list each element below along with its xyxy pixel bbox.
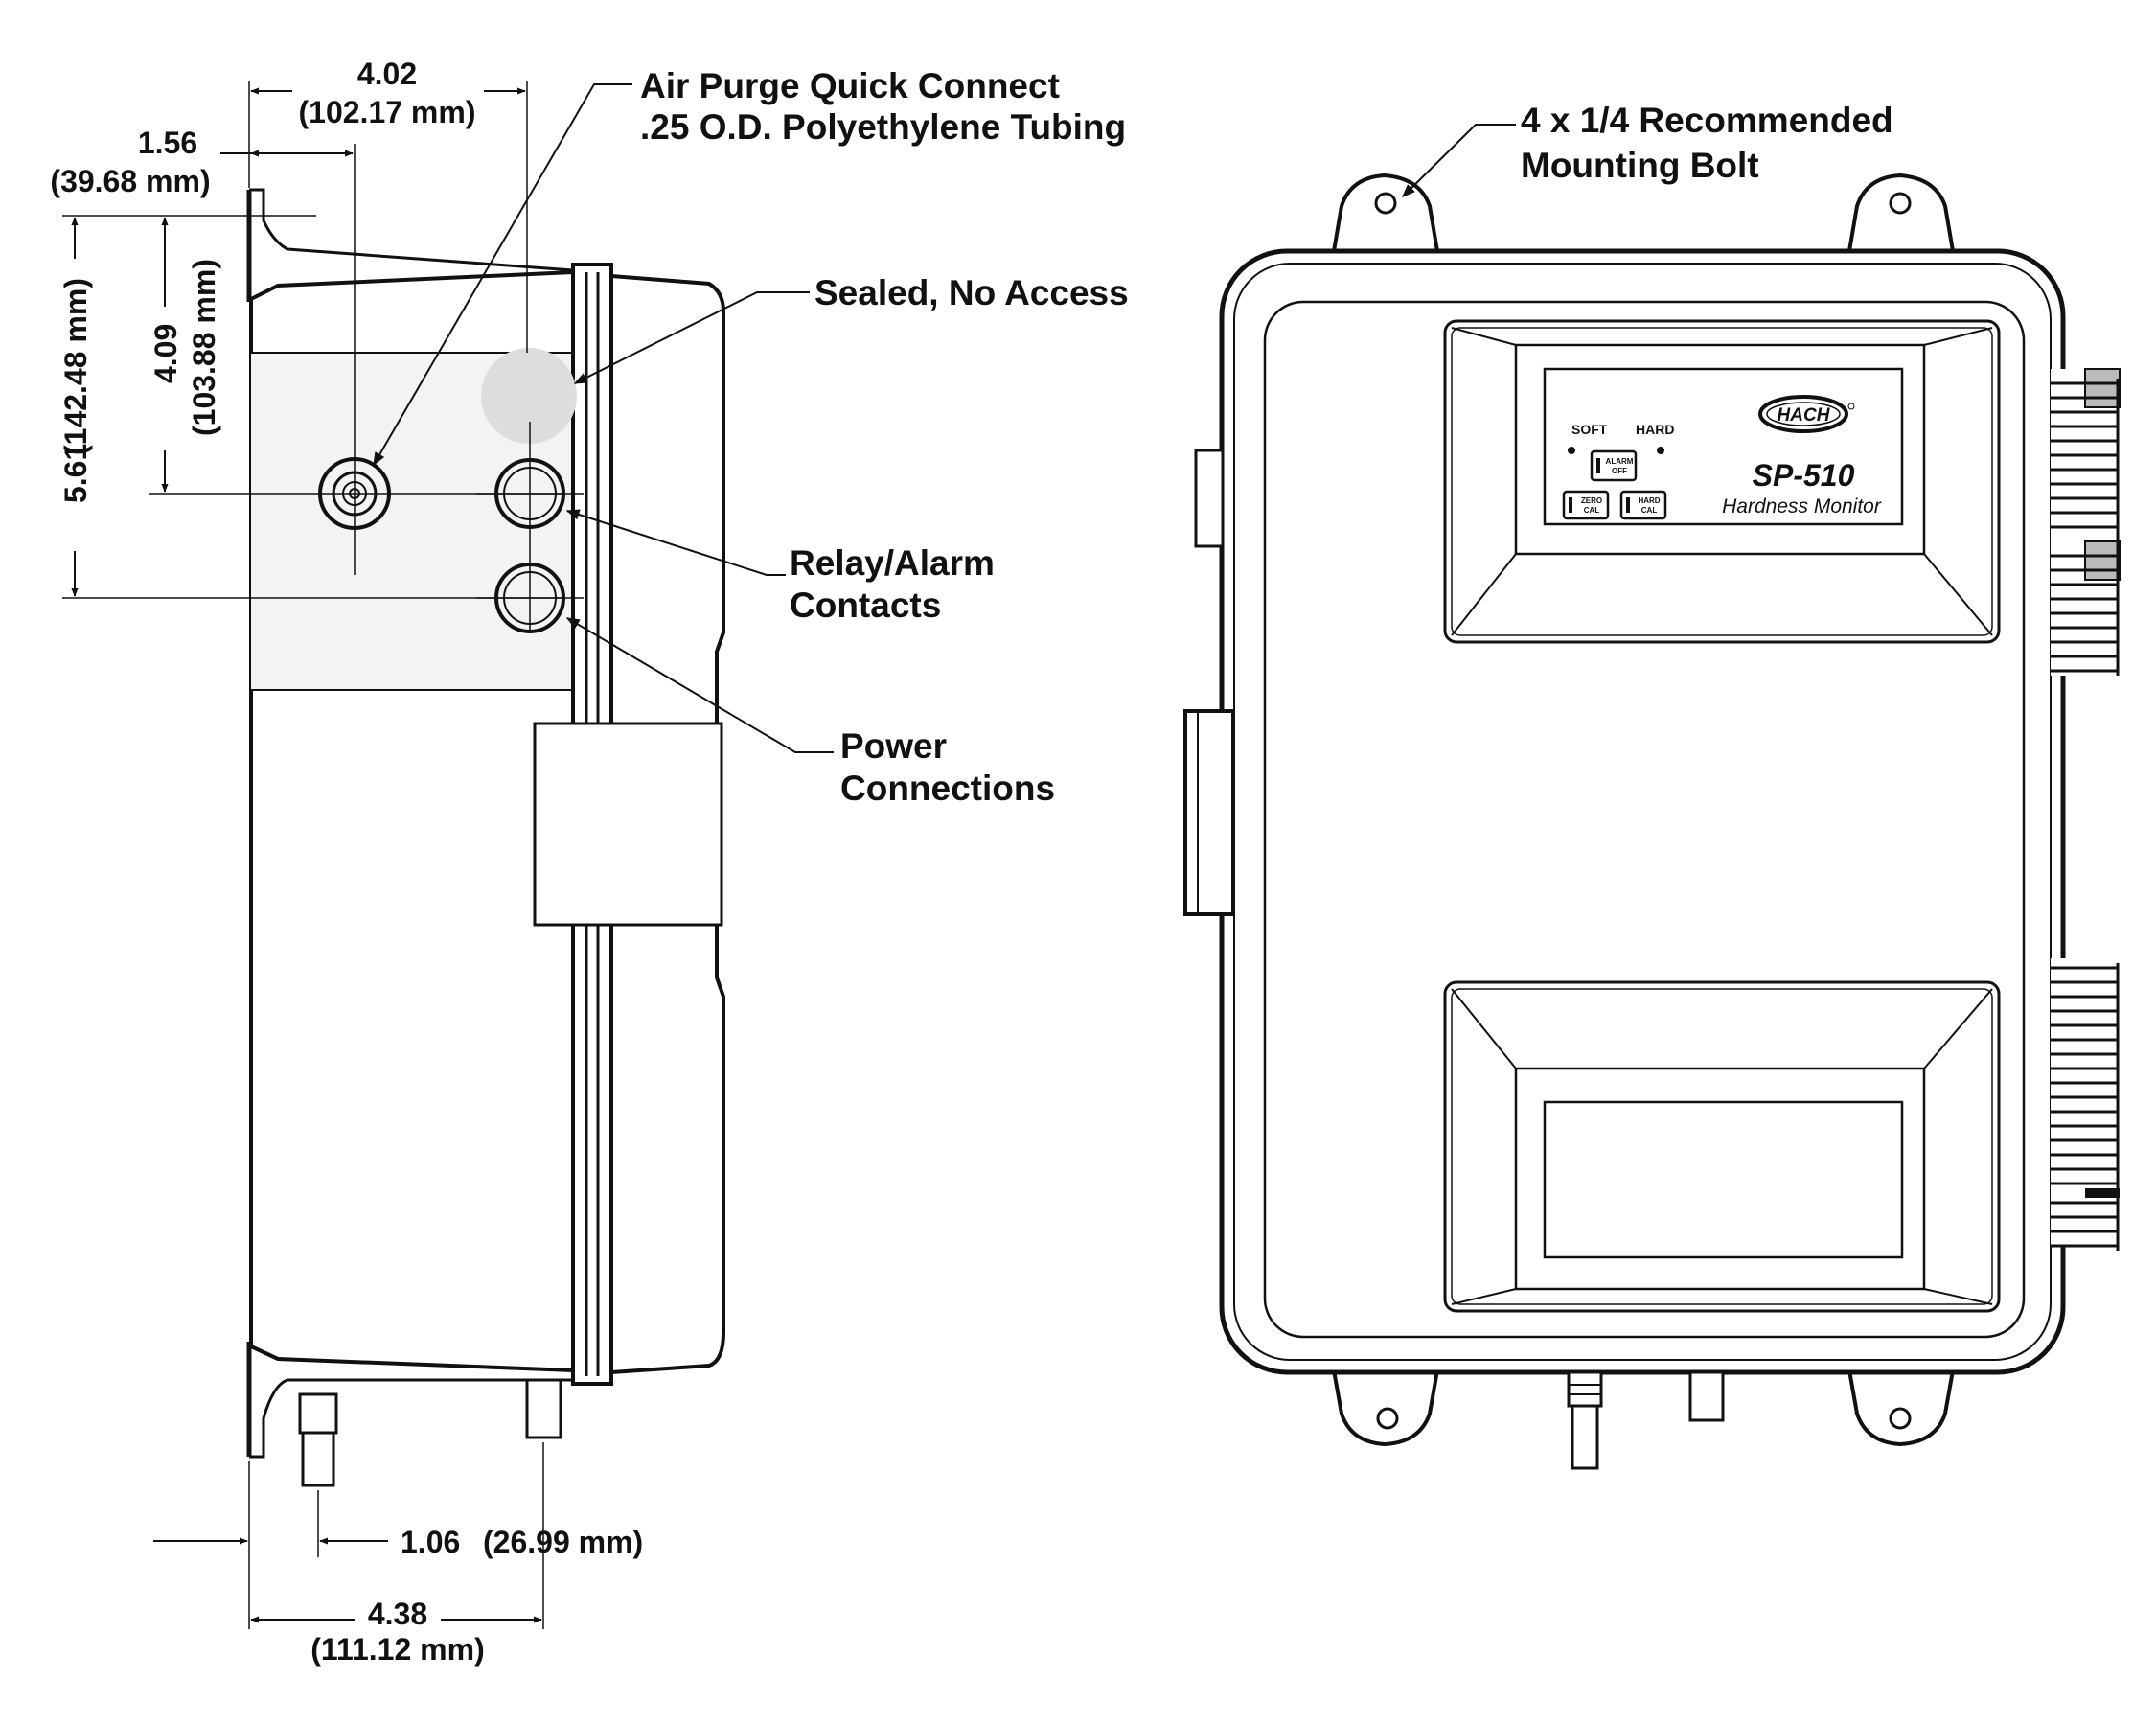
hard-label: HARD [1636,422,1674,437]
lower-recess [1443,980,2001,1313]
callout-air-purge-1: Air Purge Quick Connect [640,66,1060,105]
bottom-fitting-right [525,1378,562,1439]
brand-text: HACH [1778,405,1831,426]
dim-offset-mm: (39.68 mm) [50,164,210,198]
dim-offset-in: 1.56 [138,126,197,160]
dim-width-bottom-mm: (111.12 mm) [310,1632,484,1667]
front-view: SOFT HARD ALARM OFF ZERO CAL HARD CAL [1183,101,2121,1470]
callout-air-purge-2: .25 O.D. Polyethylene Tubing [640,107,1126,147]
callout-relay-2: Contacts [790,586,941,625]
mounting-callout-2: Mounting Bolt [1521,146,1759,185]
side-latch [533,722,723,927]
alarm-btn-top: ALARM [1606,457,1634,466]
model-text: SP-510 [1753,458,1855,493]
dim-width-top-mm: (102.17 mm) [299,95,476,129]
mounting-leader [1402,124,1516,197]
subtitle-text: Hardness Monitor [1722,495,1882,518]
callout-power-1: Power [840,726,947,766]
bottom-fitting-left [298,1392,338,1487]
front-left-tab [1194,448,1225,548]
soft-label: SOFT [1571,422,1608,437]
extension-lines [62,81,584,1629]
hinge-upper [2051,368,2121,676]
alarm-btn-bottom: OFF [1612,467,1627,475]
sealed-port [481,348,577,444]
dim-width-bottom-in: 4.38 [368,1597,427,1631]
dim-fitting-mm: (26.99 mm) [483,1525,643,1559]
dim-fitting-in: 1.06 [401,1525,460,1559]
zero-btn-top: ZERO [1581,496,1602,505]
hinge-lower [2051,958,2120,1246]
mounting-ear-bottom-right [1847,1369,1955,1447]
zero-btn-bottom: CAL [1584,506,1600,515]
soft-led [1568,447,1575,454]
mounting-ear-top-left [1332,172,1439,252]
control-panel: SOFT HARD ALARM OFF ZERO CAL HARD CAL [1543,367,1904,526]
hard-btn-bottom: CAL [1641,506,1658,515]
front-lid [1263,300,2026,1339]
dim-height-b-in: 4.09 [149,324,183,383]
front-fitting-left [1567,1370,1603,1470]
dim-height-a-in: 5.61 [58,444,93,503]
dim-height-a-mm: (142.48 mm) [58,278,93,455]
hard-cal-button[interactable]: HARD CAL [1619,490,1667,520]
mounting-ear-top-right [1847,172,1955,252]
hinge-fins [2051,379,2120,1251]
zero-cal-button[interactable]: ZERO CAL [1562,490,1610,520]
dimension-arrows [71,87,542,1623]
front-latch [1183,709,1235,916]
mounting-callout-1: 4 x 1/4 Recommended [1521,101,1893,140]
hach-logo: HACH [1758,395,1855,433]
alarm-off-button[interactable]: ALARM OFF [1590,449,1638,482]
front-fitting-right [1688,1370,1725,1422]
side-view: 4.02 (102.17 mm) 1.56 (39.68 mm) 5.61 (1… [50,57,1128,1667]
callout-sealed: Sealed, No Access [814,273,1129,312]
hard-led [1657,447,1664,454]
dim-width-top-in: 4.02 [357,57,417,91]
callout-power-2: Connections [840,769,1055,808]
hard-btn-top: HARD [1638,496,1660,505]
callout-leaders [373,83,834,753]
mounting-ear-bottom-left [1332,1369,1439,1447]
callout-relay-1: Relay/Alarm [790,543,995,583]
dim-height-b-mm: (103.88 mm) [187,259,221,436]
